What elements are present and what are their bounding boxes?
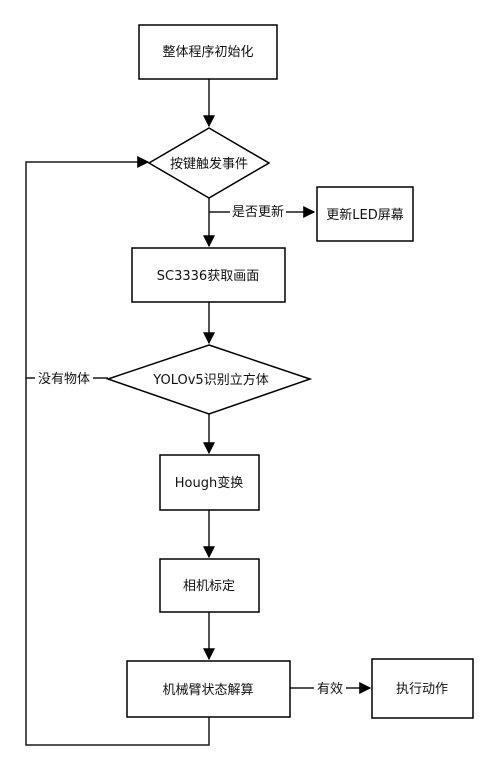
process-box xyxy=(126,660,291,718)
node-button-label: 按键触发事件 xyxy=(170,156,248,172)
node-button-decision: 按键触发事件 xyxy=(147,127,271,199)
edge-arm-loop-back xyxy=(25,378,210,746)
process-box xyxy=(131,247,286,303)
process-box xyxy=(316,186,414,242)
edge-label-bg xyxy=(35,369,93,387)
process-box xyxy=(159,558,260,613)
edge-yolo-loop-to-button xyxy=(25,156,150,379)
process-box xyxy=(138,24,278,80)
node-arm-solve-label: 机械臂状态解算 xyxy=(162,683,253,698)
node-calib: 相机标定 xyxy=(159,558,260,613)
node-capture-label: SC3336获取画面 xyxy=(157,269,259,284)
edge-label-no-object-text: 没有物体 xyxy=(38,372,90,387)
edge-label-no-object: 没有物体 xyxy=(35,369,93,387)
node-update-led-label: 更新LED屏幕 xyxy=(326,207,403,223)
decision-diamond xyxy=(105,344,313,415)
edge-label-bg xyxy=(230,203,286,221)
edge-label-update: 是否更新 xyxy=(230,203,286,221)
node-hough-label: Hough变换 xyxy=(175,475,243,491)
node-capture: SC3336获取画面 xyxy=(131,247,286,303)
node-hough: Hough变换 xyxy=(159,454,260,511)
edge-label-bg xyxy=(314,679,346,697)
node-calib-label: 相机标定 xyxy=(183,579,235,594)
edge-label-valid: 有效 xyxy=(314,679,346,697)
node-yolo-label: YOLOv5识别立方体 xyxy=(152,372,268,388)
decision-diamond xyxy=(147,127,271,199)
node-execute: 执行动作 xyxy=(371,658,474,719)
process-box xyxy=(371,658,474,719)
edge-label-update-text: 是否更新 xyxy=(232,204,284,220)
process-box xyxy=(159,454,260,511)
node-init-label: 整体程序初始化 xyxy=(162,45,253,60)
node-yolo-decision: YOLOv5识别立方体 xyxy=(105,344,313,415)
node-arm-solve: 机械臂状态解算 xyxy=(126,660,291,718)
node-init: 整体程序初始化 xyxy=(138,24,278,80)
node-execute-label: 执行动作 xyxy=(396,682,448,697)
connectors xyxy=(25,79,372,746)
node-update-led: 更新LED屏幕 xyxy=(316,186,414,242)
edge-label-valid-text: 有效 xyxy=(317,682,343,697)
